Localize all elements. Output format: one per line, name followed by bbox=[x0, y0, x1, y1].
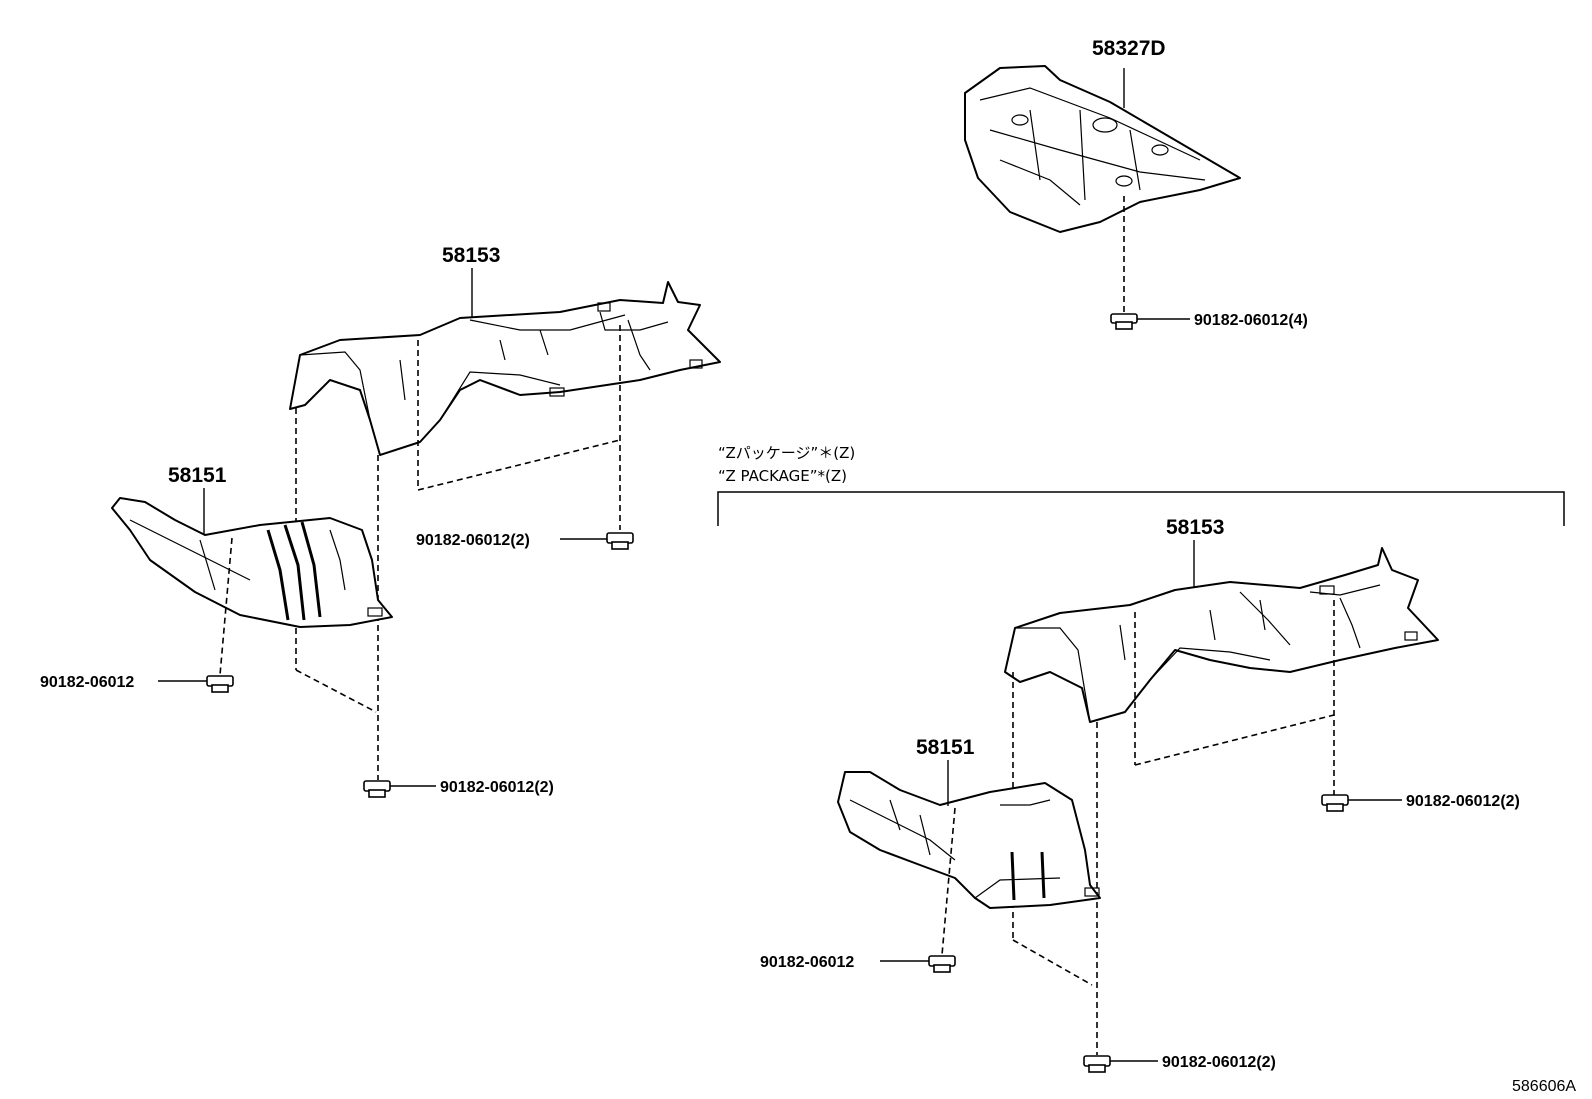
z-callout-lower-clip: 90182-06012(2) bbox=[1162, 1054, 1276, 1071]
callout-front-clip: 90182-06012 bbox=[40, 674, 134, 691]
rear-clip-fastener[interactable] bbox=[1110, 313, 1138, 330]
center-heat-insulator-58153[interactable] bbox=[289, 281, 721, 456]
front-heat-insulator-58151[interactable] bbox=[111, 497, 393, 628]
z-part-label-58153: 58153 bbox=[1166, 516, 1224, 539]
z-package-title-en: “Z PACKAGE”*(Z) bbox=[718, 467, 847, 485]
lower-clip-fastener[interactable] bbox=[363, 780, 391, 798]
z-front-clip-fastener[interactable] bbox=[928, 955, 956, 973]
center-clip-fastener[interactable] bbox=[606, 532, 634, 550]
figure-number: 586606A bbox=[1512, 1078, 1576, 1095]
front-clip-fastener[interactable] bbox=[206, 675, 234, 693]
callout-center-clip: 90182-06012(2) bbox=[416, 532, 530, 549]
z-front-heat-insulator-58151[interactable] bbox=[837, 771, 1101, 909]
part-label-58327d: 58327D bbox=[1092, 37, 1166, 60]
part-label-58153: 58153 bbox=[442, 244, 500, 267]
z-package-title-jp: “Zパッケージ”＊(Z) bbox=[718, 444, 855, 462]
z-callout-front-clip: 90182-06012 bbox=[760, 954, 854, 971]
z-right-clip-fastener[interactable] bbox=[1321, 794, 1349, 812]
part-label-58151: 58151 bbox=[168, 464, 227, 487]
callout-lower-clip: 90182-06012(2) bbox=[440, 779, 554, 796]
z-package-bracket bbox=[717, 491, 1565, 526]
z-lower-clip-fastener[interactable] bbox=[1083, 1055, 1111, 1073]
z-callout-right-clip: 90182-06012(2) bbox=[1406, 793, 1520, 810]
z-center-heat-insulator-58153[interactable] bbox=[1004, 547, 1439, 723]
rear-heat-insulator-58327d[interactable] bbox=[964, 65, 1241, 233]
z-part-label-58151: 58151 bbox=[916, 736, 975, 759]
callout-rear-clip: 90182-06012(4) bbox=[1194, 312, 1308, 329]
